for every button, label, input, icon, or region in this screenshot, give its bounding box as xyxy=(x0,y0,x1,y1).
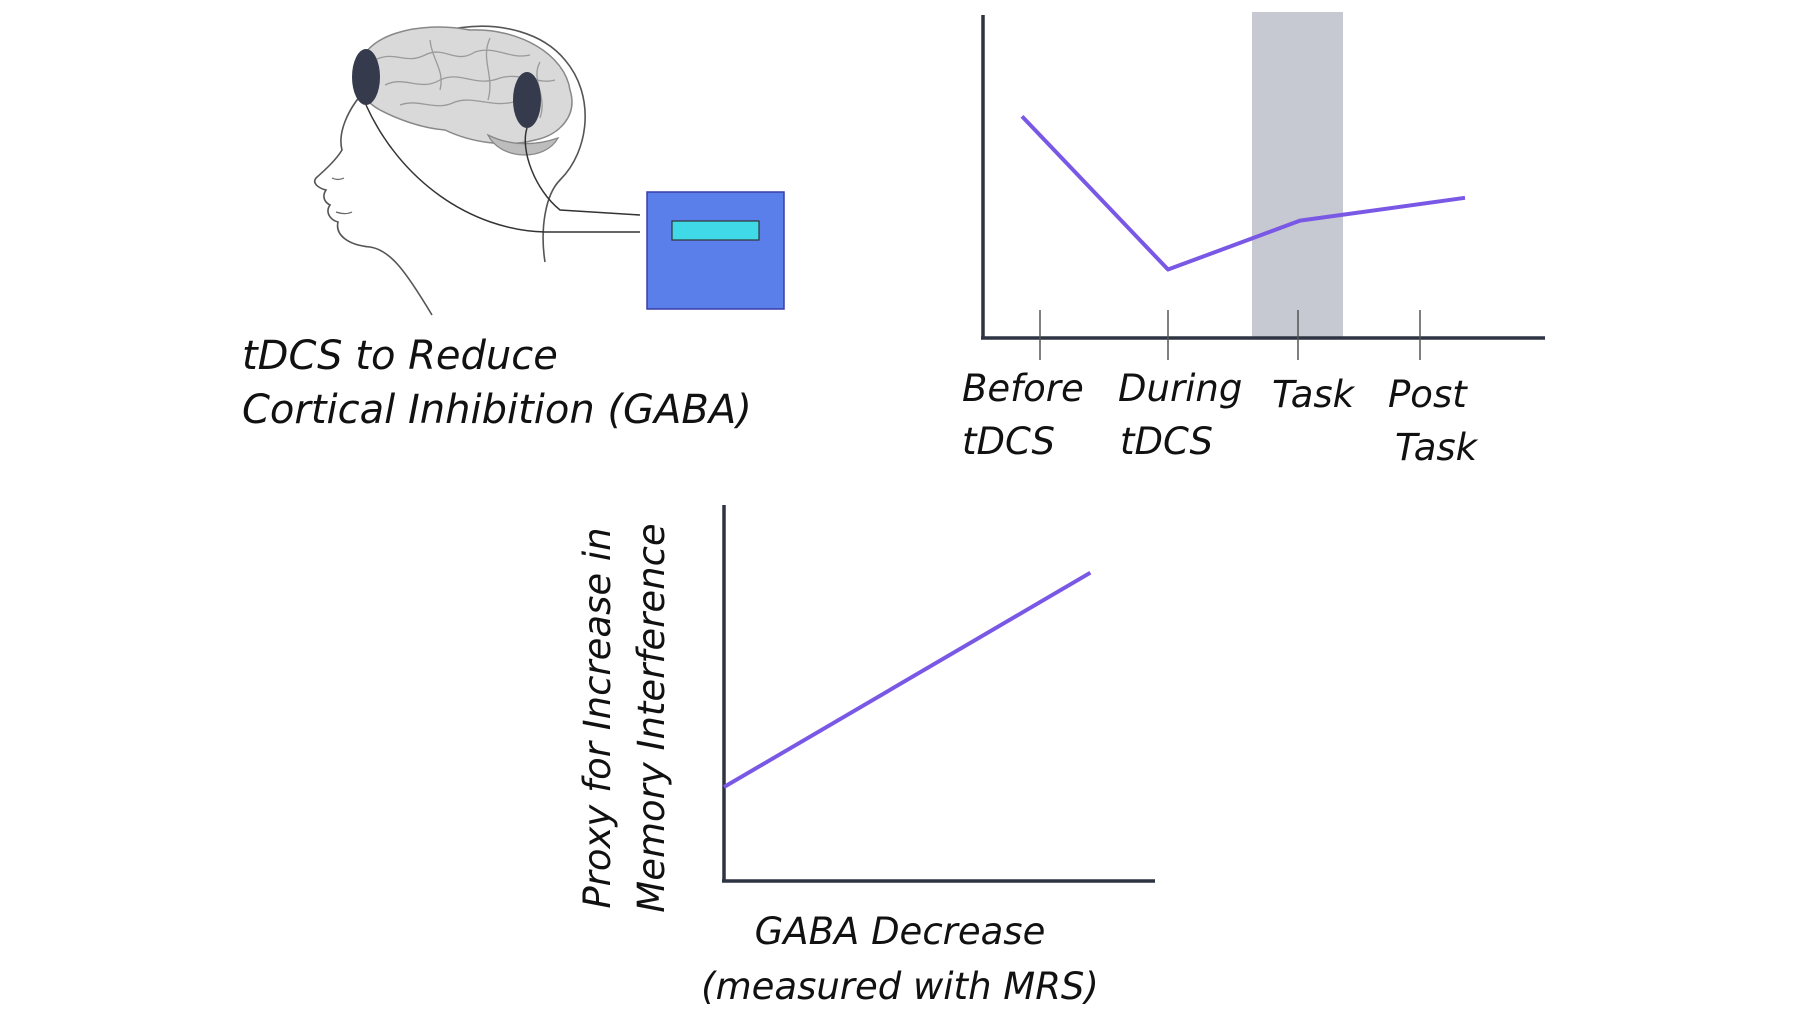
tdcs-head-illustration xyxy=(313,25,785,316)
tick-label-before-line1: Before xyxy=(962,367,1084,410)
task-highlight-band xyxy=(1252,12,1343,337)
correlation-ylabel-line1: Proxy for Increase in xyxy=(576,527,619,908)
electrode-parietal-icon xyxy=(513,72,541,128)
electrode-cable xyxy=(524,127,641,216)
correlation-xlabel-line1: GABA Decrease xyxy=(755,910,1046,953)
head-caption-line1: tDCS to Reduce xyxy=(242,333,558,379)
correlation-ylabel-line2: Memory Interference xyxy=(630,523,673,912)
tick-label-during-line2: tDCS xyxy=(1120,420,1213,463)
stimulator-display xyxy=(671,220,760,241)
tick-label-before-line2: tDCS xyxy=(962,420,1055,463)
head-caption-line2: Cortical Inhibition (GABA) xyxy=(242,387,752,433)
timeline-chart: Before tDCS During tDCS Task Post Task xyxy=(962,12,1545,469)
tick-label-post-line2: Task xyxy=(1395,426,1479,469)
tick-label-post-line1: Post xyxy=(1388,373,1468,416)
correlation-chart: GABA Decrease (measured with MRS) Proxy … xyxy=(576,505,1155,1008)
correlation-series-line xyxy=(722,570,1092,789)
tdcs-stimulator-device xyxy=(646,191,785,310)
tick-label-during-line1: During xyxy=(1118,367,1242,410)
timeline-series-line xyxy=(1020,114,1466,272)
correlation-xlabel-line2: (measured with MRS) xyxy=(701,965,1099,1008)
electrode-cable xyxy=(365,104,640,233)
tick-label-task: Task xyxy=(1272,373,1356,416)
electrode-frontal-icon xyxy=(352,49,380,105)
